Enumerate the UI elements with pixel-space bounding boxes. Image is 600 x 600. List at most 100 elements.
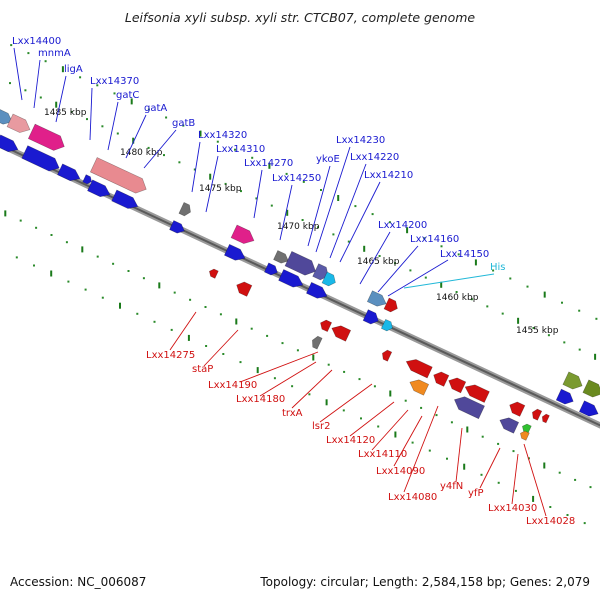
gene-label-y4fn: y4fN xyxy=(440,481,463,492)
gene-arrow-fwd xyxy=(82,174,92,185)
tick-mark xyxy=(358,378,361,381)
gene-label-lxx14200: Lxx14200 xyxy=(378,220,427,231)
tick-mark xyxy=(79,76,82,79)
gene-arrow-rev xyxy=(541,413,550,424)
tick-mark xyxy=(394,262,396,265)
gene-label-lxx14320: Lxx14320 xyxy=(198,130,247,141)
gene-label-mnma: mnmA xyxy=(38,48,71,59)
tick-mark xyxy=(224,182,227,185)
tick-mark xyxy=(153,320,156,323)
gene-label-lxx14028: Lxx14028 xyxy=(526,516,575,527)
tick-mark xyxy=(373,385,376,388)
tick-mark xyxy=(187,334,190,341)
tick-mark xyxy=(312,354,315,361)
gene-block-ykoe xyxy=(284,250,316,276)
gene-label-lxx14090: Lxx14090 xyxy=(376,466,425,477)
gene-arrow-rev xyxy=(209,268,219,279)
gene-block-lxx14150 xyxy=(383,297,398,313)
tick-mark xyxy=(222,353,225,355)
tick-mark xyxy=(342,409,345,412)
tick-mark xyxy=(296,349,299,352)
leader-line xyxy=(307,165,331,247)
tick-mark xyxy=(332,233,335,236)
tick-mark xyxy=(371,213,374,216)
tick-mark xyxy=(127,270,130,272)
tick-mark xyxy=(578,309,581,312)
tick-mark xyxy=(463,463,466,470)
leader-line xyxy=(169,311,197,351)
tick-mark xyxy=(286,209,289,216)
gene-label-lsr2: lsr2 xyxy=(312,421,330,432)
tick-mark xyxy=(189,298,192,301)
tick-mark xyxy=(440,245,443,248)
tick-mark xyxy=(360,417,362,420)
map-title: Leifsonia xyli subsp. xyli str. CTCB07, … xyxy=(125,10,476,25)
tick-mark xyxy=(270,204,273,207)
leader-line xyxy=(143,129,177,169)
tick-mark xyxy=(239,361,242,364)
leader-line xyxy=(89,87,93,141)
tick-mark xyxy=(268,162,271,169)
tick-mark xyxy=(84,288,87,291)
tick-mark xyxy=(363,245,366,252)
tick-mark xyxy=(250,327,253,330)
tick-mark xyxy=(255,197,258,200)
tick-mark xyxy=(558,471,561,474)
scale-label-1465: 1465 kbp xyxy=(357,257,400,267)
gene-arrow-fwd xyxy=(264,262,278,276)
tick-mark xyxy=(578,348,581,351)
scale-label-1455: 1455 kbp xyxy=(516,326,559,336)
tick-mark xyxy=(424,276,427,279)
tick-mark xyxy=(209,173,212,180)
genome-summary-text: Topology: circular; Length: 2,584,158 bp… xyxy=(259,575,590,589)
tick-mark xyxy=(474,259,477,266)
tick-mark xyxy=(136,312,139,315)
leader-line xyxy=(291,369,333,409)
tick-mark xyxy=(67,280,70,283)
gene-block-lxx14270 xyxy=(230,224,255,244)
leader-line xyxy=(403,273,495,289)
tick-mark xyxy=(589,486,592,489)
tick-mark xyxy=(514,489,517,492)
gene-label-lxx14110: Lxx14110 xyxy=(358,449,407,460)
tick-mark xyxy=(428,449,431,452)
gene-label-lxx14310: Lxx14310 xyxy=(216,144,265,155)
tick-mark xyxy=(19,219,22,222)
leader-line xyxy=(403,405,439,493)
gene-arrow-fwd xyxy=(169,220,185,234)
leader-line xyxy=(393,415,423,467)
tick-mark xyxy=(327,363,330,366)
tick-mark xyxy=(301,219,304,221)
tick-mark xyxy=(39,96,42,99)
gene-arrow-fwd xyxy=(224,243,246,261)
tick-mark xyxy=(411,441,414,444)
gene-features xyxy=(0,108,600,441)
leader-line xyxy=(13,47,23,101)
gene-block-liga xyxy=(27,123,65,151)
tick-mark xyxy=(457,253,460,256)
gene-arrow-rev xyxy=(320,319,333,333)
gene-block-right xyxy=(562,371,583,390)
gene-label-gatb: gatB xyxy=(172,118,195,129)
gene-arrow-fwd xyxy=(278,269,304,288)
tick-mark xyxy=(435,414,438,417)
tick-mark xyxy=(497,442,500,445)
tick-mark xyxy=(285,172,288,175)
gene-label-lxx14230: Lxx14230 xyxy=(336,135,385,146)
tick-mark xyxy=(178,161,181,164)
tick-mark xyxy=(142,277,145,280)
scale-label-1485: 1485 kbp xyxy=(44,108,87,118)
leader-line xyxy=(107,101,119,151)
leader-line xyxy=(125,114,147,159)
gene-block-lxx14250 xyxy=(273,250,289,264)
tick-mark xyxy=(182,124,185,127)
tick-mark xyxy=(377,425,380,428)
tick-mark xyxy=(205,345,208,347)
gene-block-lxx14400 xyxy=(0,108,13,125)
tick-mark xyxy=(532,327,535,329)
tick-mark xyxy=(517,317,520,324)
gene-label-lxx14220: Lxx14220 xyxy=(350,152,399,163)
tick-mark xyxy=(281,342,284,345)
label-leader-lines xyxy=(13,47,547,517)
